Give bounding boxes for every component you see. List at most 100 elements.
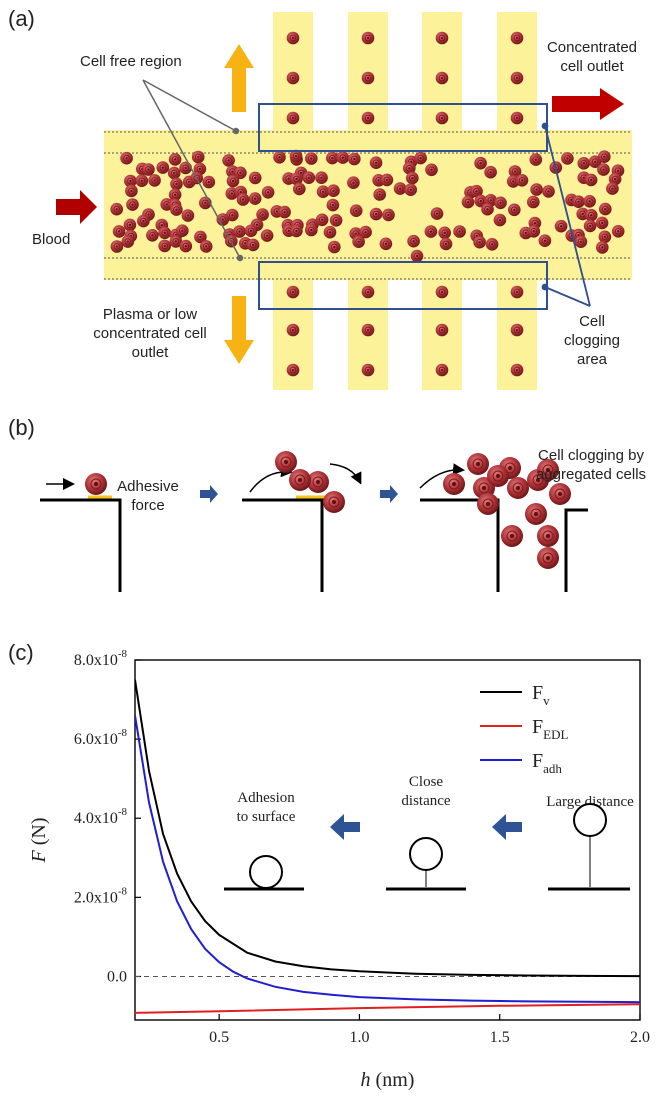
red-blood-cell — [248, 171, 262, 185]
red-blood-cell — [349, 204, 363, 217]
red-blood-cell — [347, 176, 360, 189]
red-blood-cell — [248, 192, 262, 205]
aggregated-cell — [537, 525, 559, 547]
flow-arrow-2 — [249, 465, 293, 493]
red-blood-cell — [124, 174, 137, 188]
legend-label: Fadh — [532, 750, 562, 776]
red-blood-cell — [179, 161, 192, 175]
red-blood-cell — [379, 237, 393, 251]
transition-arrow — [492, 814, 522, 840]
clogging-callout-lines — [541, 122, 591, 307]
red-blood-cell — [430, 207, 444, 220]
plasma-outlet-line3: outlet — [131, 344, 169, 361]
plasma-outlet-label: Plasma or low concentrated cell outlet — [80, 305, 220, 362]
red-blood-cell — [584, 173, 598, 187]
step1-wall — [40, 498, 122, 592]
red-blood-cell — [112, 225, 126, 238]
red-blood-cell — [611, 225, 625, 238]
aggregated-cell — [487, 465, 509, 487]
red-blood-cell — [577, 157, 591, 170]
plot-frame — [134, 659, 641, 1021]
red-blood-cell — [110, 240, 124, 253]
red-blood-cell — [167, 166, 181, 180]
red-blood-cells — [110, 31, 625, 377]
aggregated-cell — [477, 493, 499, 515]
red-blood-cell — [608, 172, 622, 186]
red-blood-cell — [290, 172, 303, 186]
concentrated-outlet-arrow — [552, 88, 624, 120]
flow-arrow-4 — [419, 463, 465, 489]
plasma-outlet-line2: concentrated cell — [93, 325, 207, 342]
clogging-area-line3: area — [576, 351, 608, 368]
outlet-cell — [286, 363, 300, 377]
red-blood-cell — [170, 177, 183, 191]
red-blood-cell — [484, 165, 497, 179]
panel-a-diagram — [56, 12, 632, 390]
red-blood-cell — [216, 213, 230, 226]
red-blood-cell — [326, 198, 340, 212]
step-arrow-2 — [380, 485, 398, 503]
series-line-adh — [135, 715, 640, 1004]
adhering-cell — [289, 469, 311, 491]
legend-label: FEDL — [532, 716, 568, 742]
aggregated-cell — [537, 547, 559, 569]
red-blood-cell — [179, 239, 193, 253]
red-blood-cell — [158, 226, 171, 240]
adhering-cell — [85, 473, 107, 495]
adhesive-force-label: Adhesive force — [108, 477, 188, 515]
outlet-cell — [286, 285, 300, 299]
red-blood-cell — [336, 151, 350, 164]
concentrated-outlet-label: Concentrated cell outlet — [536, 38, 648, 76]
red-blood-cell — [261, 186, 275, 199]
adhesive-force-line1: Adhesive — [117, 478, 179, 495]
concentrated-outlet-line1: Concentrated — [546, 39, 638, 56]
outlet-cell — [361, 31, 375, 45]
inset-label: distance — [401, 793, 450, 809]
red-blood-cell — [572, 195, 585, 208]
red-blood-cell — [289, 149, 303, 163]
panel-c-label: (c) — [8, 640, 34, 665]
red-blood-cell — [142, 163, 155, 176]
red-blood-cell — [404, 183, 418, 196]
red-blood-cell — [474, 156, 487, 170]
red-blood-cell — [380, 173, 394, 187]
cell-far — [573, 803, 607, 837]
aggregated-cell — [467, 453, 489, 475]
panel-b-label: (b) — [8, 415, 35, 440]
outlet-cell — [286, 31, 300, 45]
outlet-cell — [361, 323, 375, 337]
cell-clogging-label: Cell clogging by aggregated cells — [516, 446, 666, 484]
red-blood-cell — [352, 235, 365, 248]
red-blood-cell — [323, 225, 337, 239]
outlet-cell — [286, 323, 300, 337]
y-tick-label: 8.0x10-8 — [74, 648, 128, 669]
red-blood-cell — [226, 174, 240, 188]
red-blood-cell — [273, 151, 286, 164]
outlet-cell — [435, 111, 449, 125]
red-blood-cell — [595, 216, 609, 230]
aggregated-cell — [501, 525, 523, 547]
series-line-v — [135, 679, 640, 978]
plasma-down-arrow — [224, 296, 254, 364]
outlet-cell — [510, 363, 524, 377]
red-blood-cell — [222, 154, 235, 167]
red-blood-cell — [123, 218, 137, 232]
red-blood-cell — [538, 234, 552, 247]
main-channel — [104, 130, 632, 280]
red-blood-cell — [403, 161, 416, 175]
adhering-cell — [323, 491, 345, 513]
y-tick-label: 0.0 — [107, 968, 127, 985]
x-tick-label: 2.0 — [630, 1029, 650, 1046]
aggregated-cell — [537, 459, 559, 481]
cell-clogging-line2: aggregated cells — [535, 466, 647, 483]
red-blood-cell — [410, 249, 424, 263]
blood-label: Blood — [32, 231, 71, 248]
series-line-edl — [135, 1003, 640, 1014]
red-blood-cell — [369, 207, 383, 221]
plasma-up-arrow — [224, 44, 254, 112]
red-blood-cell — [260, 229, 274, 242]
flow-arrow-3 — [329, 463, 362, 485]
red-blood-cell — [515, 174, 529, 187]
red-blood-cell — [137, 214, 150, 228]
